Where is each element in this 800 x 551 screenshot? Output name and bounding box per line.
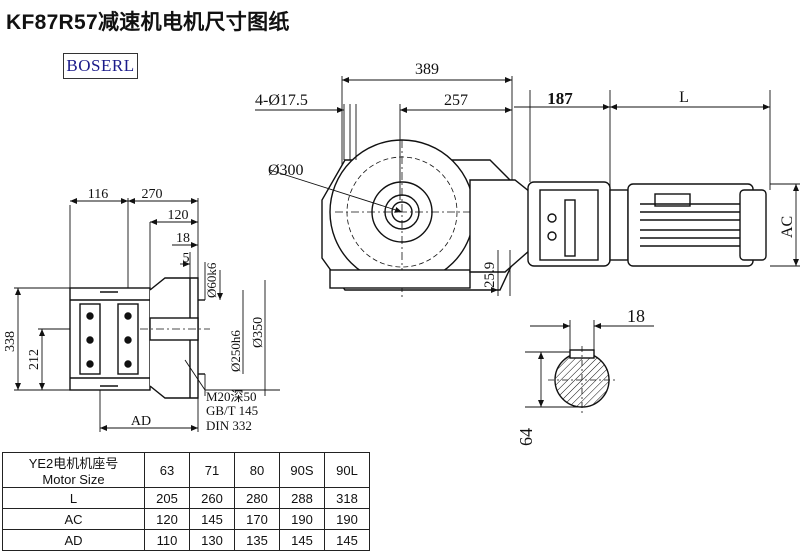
- dim-270: 270: [142, 187, 163, 202]
- dim-389: 389: [415, 61, 439, 78]
- dim-116: 116: [88, 187, 108, 202]
- note-gb: GB/T 145: [206, 403, 258, 418]
- table-cell: 190: [324, 508, 370, 530]
- page-title: KF87R57减速机电机尺寸图纸: [6, 11, 290, 34]
- table-cell: 260: [189, 487, 235, 509]
- table-cell: 145: [279, 529, 325, 551]
- table-cell: 170: [234, 508, 280, 530]
- side-view: [69, 277, 210, 399]
- dim-18-side: 18: [176, 231, 190, 246]
- header-line-cn: YE2电机机座号: [28, 456, 119, 471]
- dim-60: Ø60k6: [204, 262, 219, 298]
- table-cell: 318: [324, 487, 370, 509]
- size-cell: 63: [144, 452, 190, 488]
- front-view-dimensions: [255, 76, 800, 296]
- table-cell: 135: [234, 529, 280, 551]
- brand-logo: BOSERL: [63, 53, 138, 79]
- table-row: AD 110 130 135 145 145: [2, 529, 370, 551]
- size-cell: 90S: [279, 452, 325, 488]
- shaft-section: [548, 346, 616, 414]
- dim-212: 212: [27, 349, 42, 370]
- header-line-en: Motor Size: [42, 472, 105, 487]
- front-view: [321, 139, 767, 300]
- table-cell: 120: [144, 508, 190, 530]
- note-din: DIN 332: [206, 418, 252, 433]
- dim-L: L: [679, 89, 689, 106]
- dim-25-9: 25.9: [482, 262, 498, 288]
- table-cell: 190: [279, 508, 325, 530]
- table-cell: 110: [144, 529, 190, 551]
- size-cell: 80: [234, 452, 280, 488]
- dim-350: Ø350: [251, 317, 266, 348]
- size-cell: 90L: [324, 452, 370, 488]
- table-cell: 145: [324, 529, 370, 551]
- table-cell: 280: [234, 487, 280, 509]
- dim-120: 120: [168, 208, 189, 223]
- dim-250: Ø250h6: [228, 330, 243, 372]
- dim-338: 338: [3, 331, 18, 352]
- dim-5: 5: [183, 251, 190, 266]
- dim-64: 64: [516, 428, 536, 446]
- table-row: AC 120 145 170 190 190: [2, 508, 370, 530]
- dim-18-key: 18: [627, 306, 645, 326]
- dim-187: 187: [547, 89, 573, 108]
- table-cell: 205: [144, 487, 190, 509]
- motor-size-table: YE2电机机座号 Motor Size 63 71 80 90S 90L L 2…: [2, 452, 370, 551]
- table-cell: 288: [279, 487, 325, 509]
- table-row: L 205 260 280 288 318: [2, 487, 370, 509]
- size-cell: 71: [189, 452, 235, 488]
- row-label: L: [2, 487, 145, 509]
- table-header-row: YE2电机机座号 Motor Size 63 71 80 90S 90L: [2, 452, 370, 488]
- row-label: AC: [2, 508, 145, 530]
- shaft-section-dimensions: [525, 320, 654, 408]
- table-header-cell: YE2电机机座号 Motor Size: [2, 452, 145, 488]
- dim-AD: AD: [131, 414, 151, 429]
- table-cell: 145: [189, 508, 235, 530]
- table-cell: 130: [189, 529, 235, 551]
- side-view-dimensions: [14, 198, 280, 432]
- dim-300: Ø300: [268, 162, 304, 179]
- dim-holes: 4-Ø17.5: [255, 92, 308, 109]
- dim-AC: AC: [779, 216, 796, 238]
- note-thread: M20深50: [206, 389, 257, 404]
- dim-257: 257: [444, 92, 468, 109]
- row-label: AD: [2, 529, 145, 551]
